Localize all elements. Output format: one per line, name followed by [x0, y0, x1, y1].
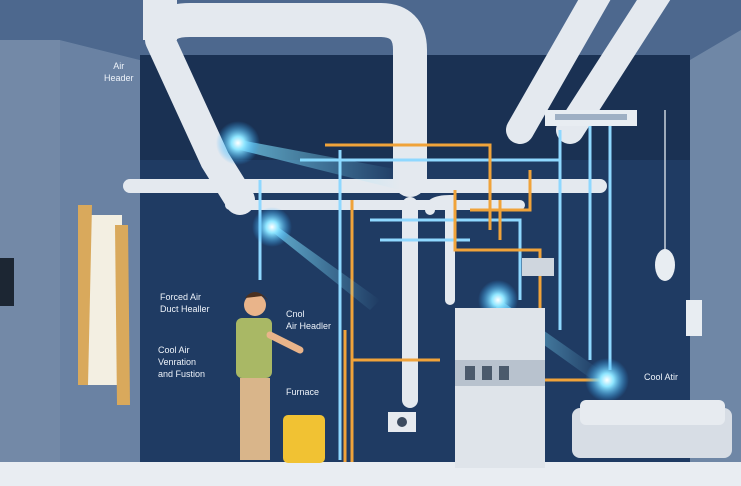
air-beam [240, 140, 400, 190]
label-air-header: Air Header [104, 61, 134, 83]
thermostat-box [522, 258, 554, 276]
white-ducts [123, 0, 671, 408]
fan-icon [585, 358, 629, 402]
warm-pipes [325, 143, 600, 462]
left-wall-front [0, 0, 60, 486]
fan-icon [216, 121, 260, 165]
label-cool-air-ventilation: Cool Air Venration and Fustion [158, 345, 206, 379]
sofa [572, 400, 732, 458]
fan-icon [252, 207, 292, 247]
label-cool-air: Cool Atir [644, 372, 679, 382]
label-cool-air-header: Cnol Air Headler [286, 309, 332, 331]
label-forced-air: Forced Air Duct Healler [160, 292, 210, 314]
right-wall [690, 30, 741, 470]
furnace [455, 308, 545, 468]
label-furnace: Furnace [286, 387, 320, 397]
cool-pipes [258, 110, 612, 460]
wall-screen [0, 258, 14, 306]
air-beam [270, 225, 380, 310]
floor [0, 462, 741, 486]
pendant-lamp [655, 249, 675, 281]
curtain [115, 225, 130, 405]
wall-switch [686, 300, 702, 336]
canister [283, 415, 325, 463]
person [236, 291, 304, 460]
curtain [78, 205, 92, 385]
